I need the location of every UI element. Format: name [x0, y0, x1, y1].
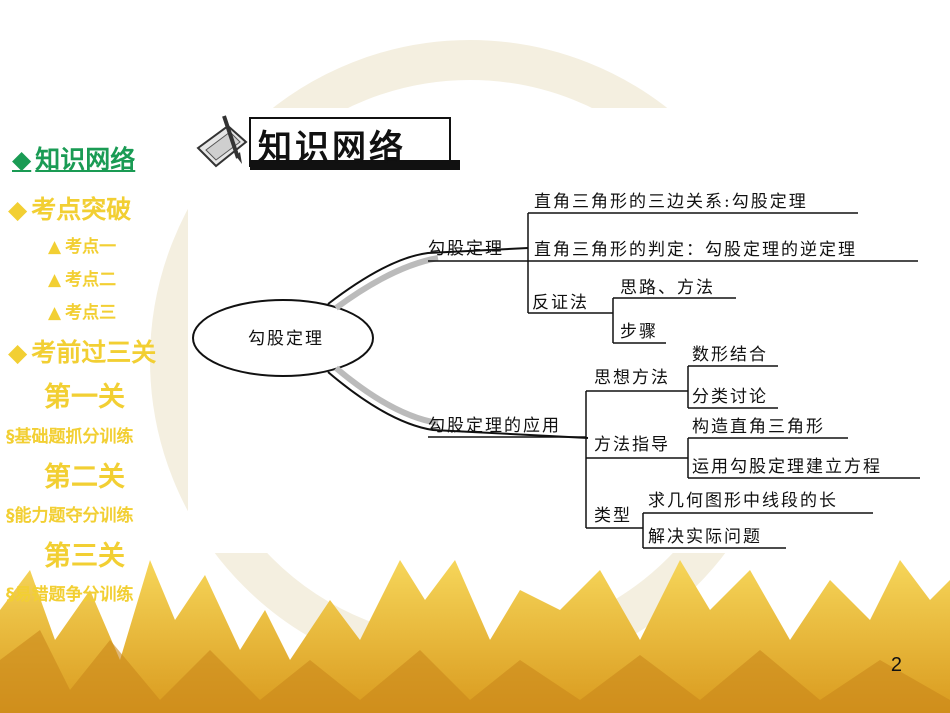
- nav-knowledge-network[interactable]: ◆知识网络: [12, 140, 135, 176]
- mindmap-root: 勾股定理: [248, 329, 324, 349]
- branch-2-group-item: 运用勾股定理建立方程: [692, 457, 882, 477]
- branch-1-item: 直角三角形的三边关系:勾股定理: [534, 192, 808, 212]
- nav-point-1[interactable]: ▲考点一: [48, 232, 116, 257]
- pencil-book-icon: [196, 115, 248, 168]
- page-title: 知识网络: [258, 128, 406, 168]
- branch-2-group-label: 类型: [594, 506, 632, 526]
- branch-2-group-item: 解决实际问题: [648, 527, 762, 547]
- branch-1-label: 勾股定理: [428, 239, 504, 259]
- nav-point-2[interactable]: ▲考点二: [48, 265, 116, 290]
- nav-label: 考点三: [65, 303, 117, 323]
- nav-level-3[interactable]: 第三关: [44, 541, 125, 572]
- diamond-icon: ◆: [8, 195, 28, 224]
- triangle-icon: ▲: [48, 270, 62, 290]
- nav-level-1[interactable]: 第一关: [44, 382, 125, 413]
- branch-1-sub-item: 步骤: [620, 322, 658, 342]
- nav-point-3[interactable]: ▲考点三: [48, 298, 116, 323]
- nav-level-2[interactable]: 第二关: [44, 462, 125, 493]
- diamond-icon: ◆: [12, 145, 32, 174]
- nav-label: 考点突破: [31, 195, 132, 224]
- branch-2-group-item: 分类讨论: [692, 387, 768, 407]
- branch-2-label: 勾股定理的应用: [428, 416, 561, 436]
- nav-label: 考点一: [65, 237, 117, 257]
- branch-2-group-item: 构造直角三角形: [692, 417, 825, 437]
- nav-basic-training[interactable]: §基础题抓分训练: [6, 427, 134, 447]
- nav-exam-points[interactable]: ◆考点突破: [8, 190, 131, 226]
- page-number: 2: [890, 654, 902, 676]
- nav-label: 考点二: [65, 270, 117, 290]
- triangle-icon: ▲: [48, 237, 62, 257]
- content-panel: 知识网络 勾股定理 勾股定理: [188, 108, 950, 553]
- branch-1-sub-item: 思路、方法: [620, 278, 715, 298]
- nav-ability-training[interactable]: §能力题夺分训练: [6, 506, 134, 526]
- branch-1-sub-label: 反证法: [532, 293, 589, 313]
- mind-map: 勾股定理 勾股定理 直角三角形的三边关系:勾股定理 直角三角形的判定：勾股定理的…: [192, 192, 920, 549]
- section-header: 知识网络: [188, 108, 468, 188]
- nav-label: 考前过三关: [31, 338, 157, 367]
- nav-pre-exam[interactable]: ◆考前过三关: [8, 333, 156, 369]
- branch-2-group-item: 求几何图形中线段的长: [648, 491, 838, 511]
- nav-label: 知识网络: [35, 145, 136, 174]
- triangle-icon: ▲: [48, 303, 62, 323]
- nav-error-training[interactable]: §易错题争分训练: [6, 585, 134, 605]
- mountain-range: [0, 560, 950, 713]
- branch-2-group-label: 方法指导: [594, 435, 670, 455]
- branch-2-group-item: 数形结合: [692, 345, 768, 365]
- header-decoration: [196, 115, 460, 170]
- diamond-icon: ◆: [8, 338, 28, 367]
- branch-2-group-label: 思想方法: [594, 368, 670, 388]
- branch-1-item: 直角三角形的判定：勾股定理的逆定理: [534, 240, 857, 260]
